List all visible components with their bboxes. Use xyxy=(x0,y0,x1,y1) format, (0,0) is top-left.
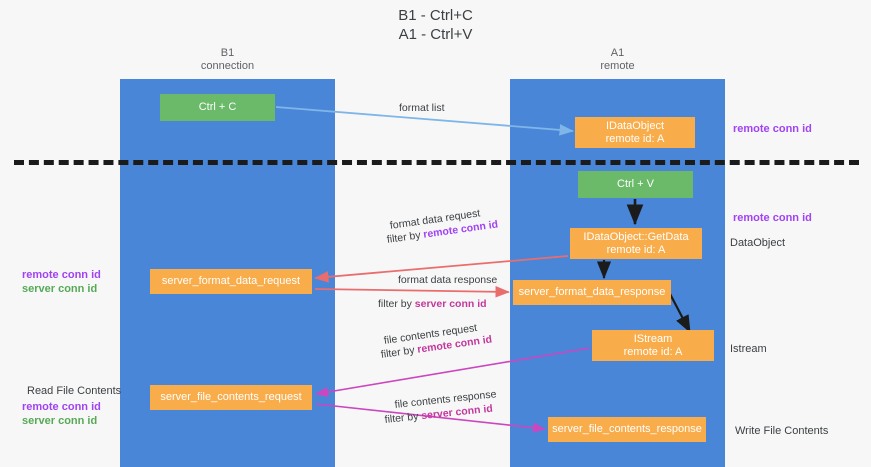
filter-prefix: filter by xyxy=(384,410,422,426)
node-idataobject-getdata-line2: remote id: A xyxy=(606,243,666,256)
node-server-format-data-request-label: server_format_data_request xyxy=(161,275,301,287)
edge-label-format-list: format list xyxy=(399,102,445,114)
annotation-dataobject: DataObject xyxy=(730,237,786,249)
node-ctrl-v-label: Ctrl + V xyxy=(617,178,654,190)
swimlane-header-a1-name: A1 xyxy=(610,47,625,59)
filter-prefix: filter by xyxy=(378,298,415,310)
edge-label-format-data-response-filter: filter by server conn id xyxy=(378,297,487,311)
swimlane-header-a1: A1 remote xyxy=(510,47,725,73)
swimlane-header-b1-name: B1 xyxy=(220,47,235,59)
filter-key-server-conn-id: server conn id xyxy=(414,298,487,310)
node-idataobject-getdata[interactable]: IDataObject::GetData remote id: A xyxy=(570,228,702,259)
node-istream-line1: IStream xyxy=(633,332,673,345)
annotation-istream: Istream xyxy=(730,343,767,355)
node-idataobject[interactable]: IDataObject remote id: A xyxy=(575,117,695,148)
node-idataobject-line1: IDataObject xyxy=(605,119,665,132)
filter-prefix: filter by xyxy=(386,228,425,246)
node-ctrl-c[interactable]: Ctrl + C xyxy=(160,94,275,121)
node-ctrl-c-label: Ctrl + C xyxy=(198,101,237,113)
swimlane-header-a1-role: remote xyxy=(600,60,635,72)
annotation-remote-conn-id-mid: remote conn id xyxy=(733,212,812,224)
node-server-file-contents-request[interactable]: server_file_contents_request xyxy=(150,385,312,410)
annotation-left-conn-ids-lower: remote conn id server conn id xyxy=(22,400,101,428)
node-server-file-contents-request-label: server_file_contents_request xyxy=(160,391,302,403)
annotation-left-conn-ids-upper: remote conn id server conn id xyxy=(22,268,101,296)
node-server-file-contents-response[interactable]: server_file_contents_response xyxy=(548,417,706,442)
filter-prefix: filter by xyxy=(380,343,419,361)
annotation-left-remote-conn-id-2: remote conn id xyxy=(22,401,101,413)
node-idataobject-getdata-line1: IDataObject::GetData xyxy=(583,230,689,243)
node-ctrl-v[interactable]: Ctrl + V xyxy=(578,171,693,198)
annotation-left-server-conn-id-2: server conn id xyxy=(22,415,98,427)
node-server-format-data-response-label: server_format_data_response xyxy=(518,286,666,298)
edge-format-data-response xyxy=(314,286,510,298)
diagram-title-line2: A1 - Ctrl+V xyxy=(398,26,473,43)
annotation-remote-conn-id-top: remote conn id xyxy=(733,123,812,135)
annotation-write-file-contents: Write File Contents xyxy=(735,425,829,437)
annotation-left-server-conn-id-1: server conn id xyxy=(22,283,98,295)
edge-label-format-data-response: format data response xyxy=(398,274,498,286)
swimlane-header-b1-role: connection xyxy=(200,60,255,72)
swimlane-header-b1: B1 connection xyxy=(120,47,335,73)
node-server-format-data-request[interactable]: server_format_data_request xyxy=(150,269,312,294)
phase-divider xyxy=(14,160,859,165)
node-idataobject-line2: remote id: A xyxy=(605,132,665,145)
node-istream-line2: remote id: A xyxy=(623,345,683,358)
annotation-left-remote-conn-id-1: remote conn id xyxy=(22,269,101,281)
node-server-file-contents-response-label: server_file_contents_response xyxy=(552,423,702,435)
node-istream[interactable]: IStream remote id: A xyxy=(592,330,714,361)
diagram-title-line1: B1 - Ctrl+C xyxy=(398,7,473,24)
diagram-title: B1 - Ctrl+C A1 - Ctrl+V xyxy=(0,6,871,44)
node-server-format-data-response[interactable]: server_format_data_response xyxy=(513,280,671,305)
annotation-read-file-contents: Read File Contents xyxy=(27,385,122,397)
